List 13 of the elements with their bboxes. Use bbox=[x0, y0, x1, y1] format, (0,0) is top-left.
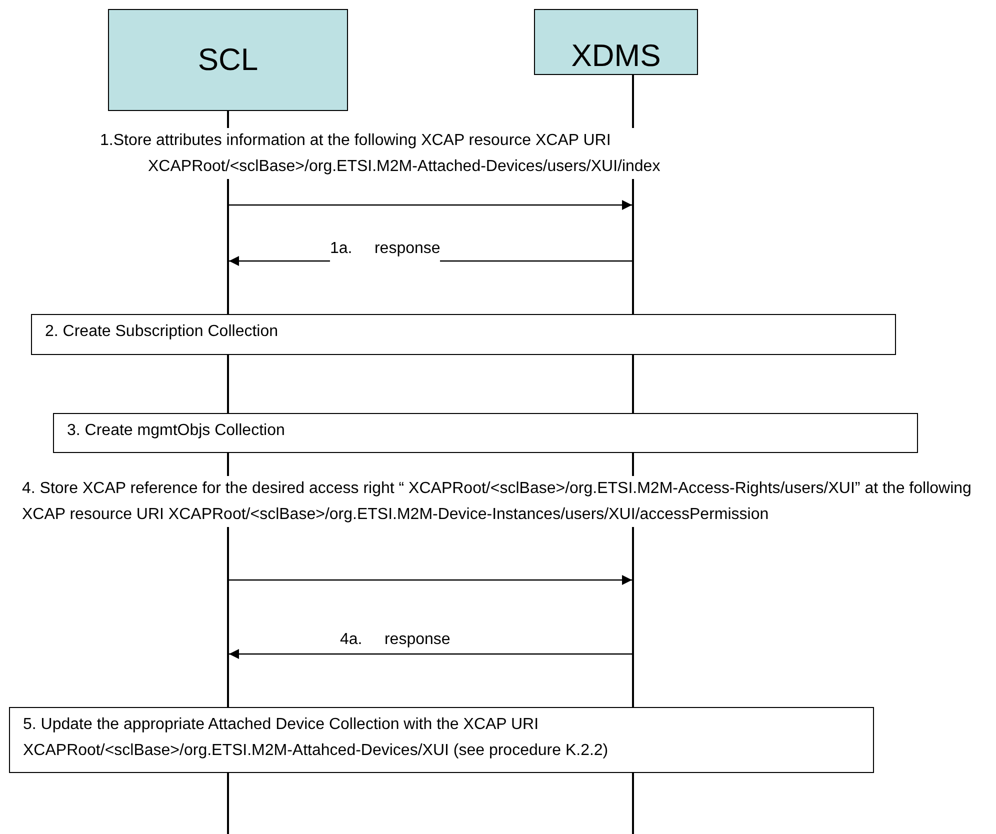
message-arrow bbox=[229, 649, 632, 659]
participant-box bbox=[108, 9, 348, 111]
participant-box bbox=[534, 9, 698, 75]
step-text: 2. Create Subscription Collection bbox=[45, 323, 278, 340]
participant-name: SCL bbox=[198, 42, 258, 78]
process-box bbox=[31, 314, 896, 355]
step-text: 5. Update the appropriate Attached Device Collection with the XCAP URI XCAPRoot/<sclBase>/org.ETSI.M2M-Attahced-Devices/XUI (see procedure K.2.2) bbox=[23, 716, 608, 759]
step-text: 3. Create mgmtObjs Collection bbox=[67, 422, 285, 439]
process-box bbox=[53, 413, 918, 453]
participant-name: XDMS bbox=[571, 38, 661, 74]
message-arrow bbox=[229, 575, 632, 585]
message-arrow bbox=[229, 200, 632, 210]
process-box bbox=[9, 707, 874, 773]
